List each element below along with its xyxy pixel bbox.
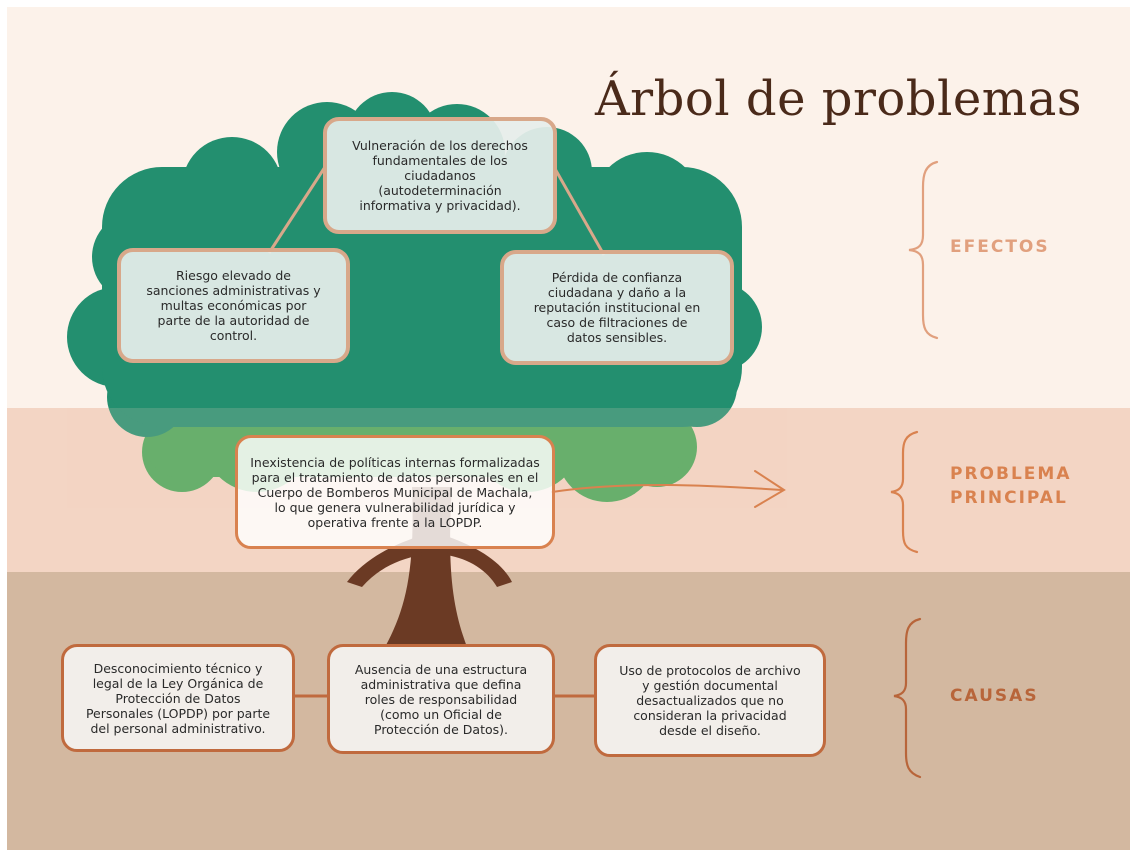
effect-box-right: Pérdida de confianza ciudadana y daño a … (500, 250, 734, 365)
effect-top-line: (autodeterminación (378, 183, 502, 198)
main-problem-line: lo que genera vulnerabilidad jurídica y (274, 499, 516, 515)
effect-left-line: parte de la autoridad de (157, 313, 310, 328)
main-problem-box: Inexistencia de políticas internas forma… (235, 435, 555, 549)
cause-left-line: Personales (LOPDP) por parte (85, 705, 271, 721)
cause-center-line: (como un Oficial de (380, 706, 502, 722)
cause-right-line: consideran la privacidad (633, 708, 787, 723)
effect-right-line: Pérdida de confianza (551, 270, 683, 285)
main-problem-line: operativa frente a la LOPDP. (307, 514, 483, 530)
effect-right-line: reputación institucional en (533, 300, 701, 315)
effect-right-text: Pérdida de confianza ciudadana y daño a … (534, 270, 701, 345)
label-efectos: EFECTOS (950, 237, 1050, 257)
effects-connectors (267, 166, 606, 256)
effect-left-line: Riesgo elevado de (175, 268, 291, 283)
cause-left-text: Desconocimiento técnico y legal de la Le… (86, 661, 270, 736)
main-problem-line: Cuerpo de Bomberos Municipal de Machala, (257, 484, 533, 500)
effect-box-top: Vulneración de los derechos fundamentale… (323, 117, 557, 234)
label-causas: CAUSAS (950, 686, 1039, 706)
effect-top-line: informativa y privacidad). (359, 198, 521, 213)
label-problema-line2: PRINCIPAL (950, 488, 1068, 508)
effect-left-text: Riesgo elevado de sanciones administrati… (146, 268, 320, 343)
effect-right-line: datos sensibles. (566, 330, 668, 345)
cause-left-line: Desconocimiento técnico y (93, 660, 263, 676)
cause-center-line: roles de responsabilidad (364, 691, 518, 707)
effect-top-line: fundamentales de los (372, 153, 508, 168)
effect-right-line: ciudadana y daño a la (547, 285, 687, 300)
main-problem-line: Inexistencia de políticas internas forma… (250, 454, 540, 470)
brace-problema-icon (890, 430, 919, 554)
effect-box-left: Riesgo elevado de sanciones administrati… (117, 248, 350, 363)
cause-center-line: Ausencia de una estructura (354, 661, 528, 677)
cause-right-line: y gestión documental (642, 678, 778, 693)
effect-left-line: sanciones administrativas y (146, 283, 321, 298)
cause-right-text: Uso de protocolos de archivo y gestión d… (619, 663, 800, 738)
cause-left-line: legal de la Ley Orgánica de (92, 675, 264, 691)
cause-right-line: Uso de protocolos de archivo (619, 663, 801, 678)
main-problem-line: para el tratamiento de datos personales … (251, 469, 539, 485)
label-problema-line1: PROBLEMA (950, 464, 1072, 484)
cause-left-line: Protección de Datos (115, 690, 241, 706)
effect-left-line: multas económicas por (160, 298, 307, 313)
cause-left-line: del personal administrativo. (90, 720, 266, 736)
brace-causas-icon (893, 617, 922, 779)
brace-efectos-icon (908, 160, 939, 340)
effect-right-line: caso de filtraciones de (546, 315, 688, 330)
cause-right-line: desactualizados que no (636, 693, 784, 708)
page-title: Árbol de problemas (595, 71, 1083, 127)
cause-center-line: administrativa que defina (360, 676, 522, 692)
effect-top-text: Vulneración de los derechos fundamentale… (352, 138, 528, 213)
cause-box-center: Ausencia de una estructura administrativ… (327, 644, 555, 754)
cause-box-left: Desconocimiento técnico y legal de la Le… (61, 644, 295, 752)
main-problem-text: Inexistencia de políticas internas forma… (250, 455, 540, 530)
effect-left-line: control. (209, 328, 258, 343)
arrow-icon (551, 470, 786, 508)
effect-top-line: ciudadanos (404, 168, 476, 183)
cause-center-text: Ausencia de una estructura administrativ… (355, 662, 527, 737)
label-problema-principal: PROBLEMA PRINCIPAL (950, 462, 1071, 510)
diagram-canvas: Árbol de problemas EFECTOS PROBLEMA PRIN… (7, 7, 1130, 850)
cause-right-line: desde el diseño. (659, 723, 761, 738)
cause-box-right: Uso de protocolos de archivo y gestión d… (594, 644, 826, 757)
cause-center-line: Protección de Datos). (374, 721, 508, 737)
effect-top-line: Vulneración de los derechos (352, 138, 528, 153)
